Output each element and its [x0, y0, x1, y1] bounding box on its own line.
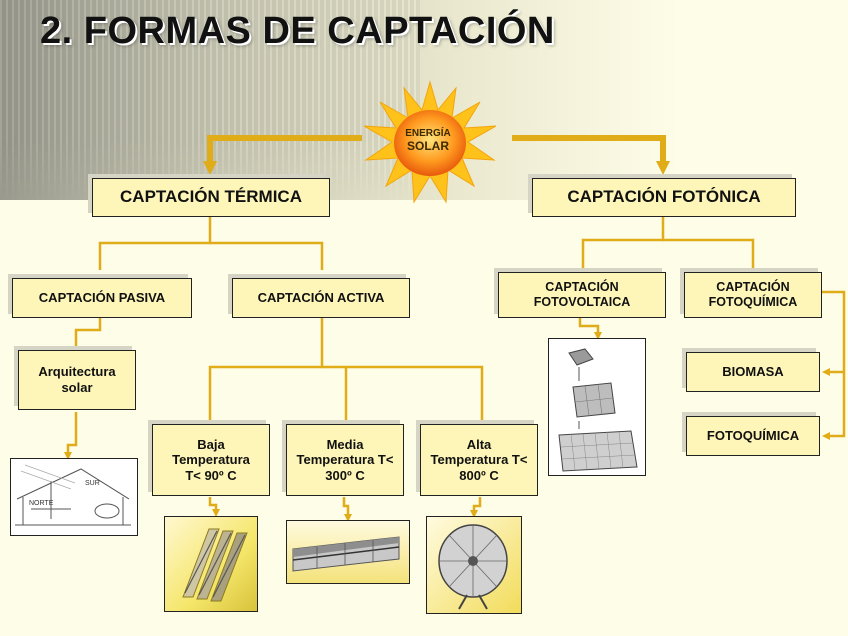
photochemistry-box: FOTOQUÍMICA: [686, 416, 820, 456]
house-sketch-icon: SUR NORTE: [15, 464, 131, 526]
parabolic-dish-illustration: [426, 516, 522, 614]
page-title: 2. FORMAS DE CAPTACIÓN: [40, 10, 555, 52]
photonic-capture-box: CAPTACIÓN FOTÓNICA: [532, 178, 796, 217]
bracket-photochemical: [822, 290, 846, 440]
house-label-south: SUR: [85, 480, 100, 487]
pv-panel-icon: [558, 348, 638, 472]
arrow-high-pic: [470, 497, 482, 518]
photochemical-capture-box: CAPTACIÓN FOTOQUÍMICA: [684, 272, 822, 318]
sun-label: ENERGÍA SOLAR: [395, 128, 461, 153]
photovoltaic-capture-box: CAPTACIÓN FOTOVOLTAICA: [498, 272, 666, 318]
low-temperature-box: Baja Temperatura T< 90º C: [152, 424, 270, 496]
line-thermal-split: [98, 217, 212, 270]
arrow-low-pic: [208, 497, 220, 517]
biomass-box: BIOMASA: [686, 352, 820, 392]
line-active-split: [208, 318, 324, 420]
arrow-sun-to-photonic: [512, 135, 670, 175]
solar-architecture-box: Arquitectura solar: [18, 350, 136, 410]
house-label-north: NORTE: [29, 500, 54, 507]
arrow-pv-panels: [578, 318, 602, 340]
arrow-sun-to-thermal: [203, 135, 362, 175]
collector-tubes-icon: [182, 528, 248, 602]
parabolic-trough-illustration: [286, 520, 410, 584]
active-capture-box: CAPTACIÓN ACTIVA: [232, 278, 410, 318]
high-temperature-box: Alta Temperatura T< 800º C: [420, 424, 538, 496]
passive-capture-box: CAPTACIÓN PASIVA: [12, 278, 192, 318]
sun-label-line1: ENERGÍA: [405, 128, 451, 139]
sun-icon: [363, 80, 497, 204]
dish-collector-icon: [438, 524, 508, 610]
line-photonic-split: [581, 217, 665, 268]
photovoltaic-panels-illustration: [548, 338, 646, 476]
medium-temperature-box: Media Temperatura T< 300º C: [286, 424, 404, 496]
solar-house-illustration: SUR NORTE: [10, 458, 138, 536]
trough-collector-icon: [292, 536, 400, 572]
arrow-medium-pic: [342, 497, 352, 522]
thermal-capture-box: CAPTACIÓN TÉRMICA: [92, 178, 330, 217]
line-passive-architecture: [74, 318, 102, 348]
sun-label-line2: SOLAR: [407, 138, 449, 153]
arrow-architecture-house: [64, 412, 78, 460]
flat-collectors-illustration: [164, 516, 258, 612]
